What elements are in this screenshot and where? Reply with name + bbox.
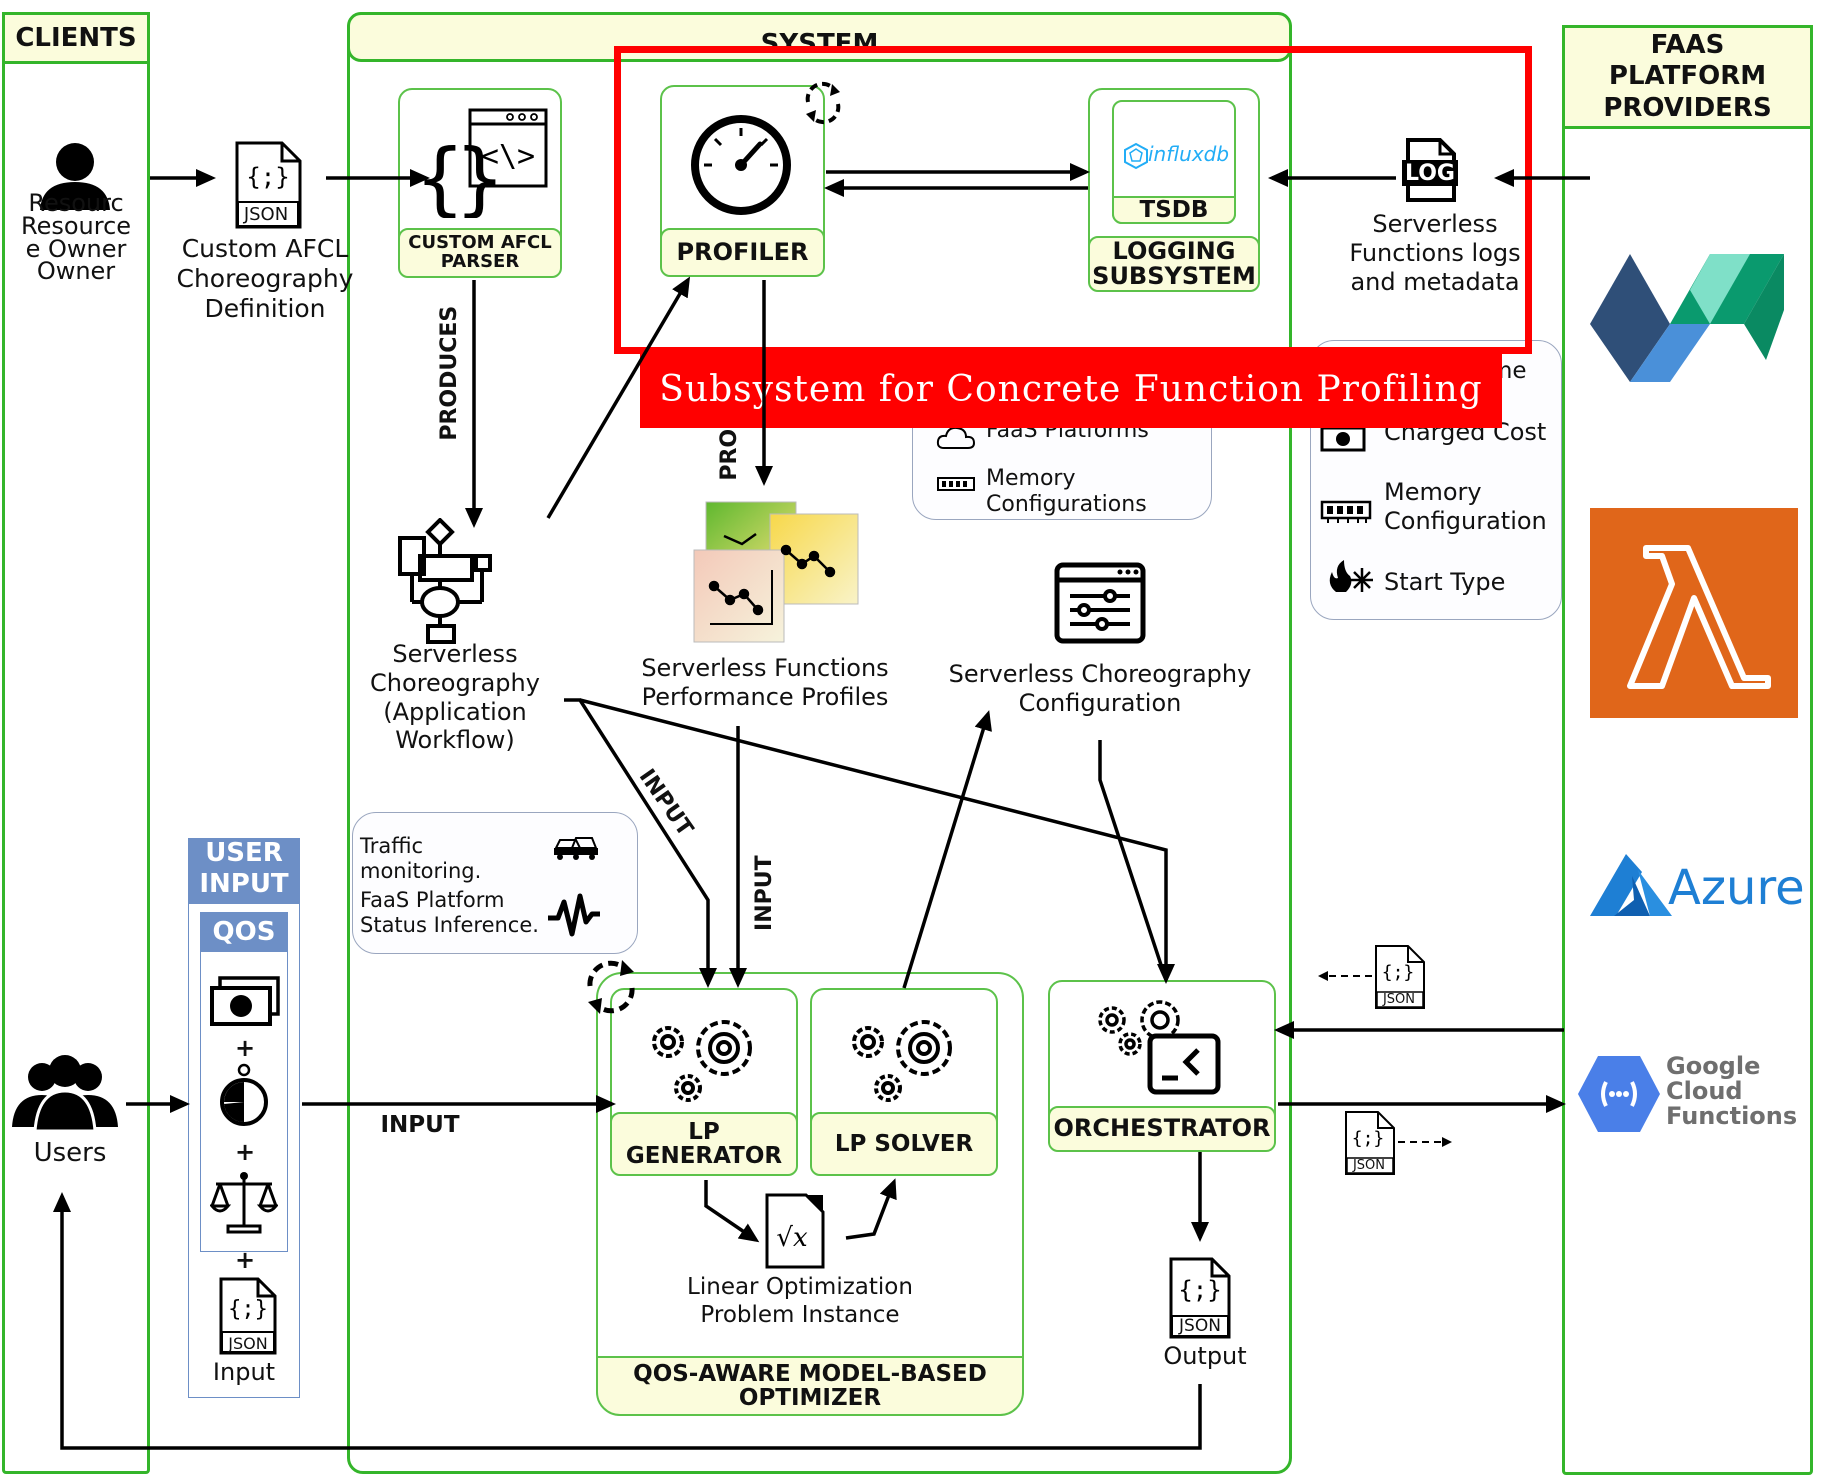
users-icon <box>12 1055 118 1133</box>
influxdb-logo-icon <box>1124 142 1148 170</box>
configuration-label: Serverless Choreography Configuration <box>948 660 1252 717</box>
system-lane-title: SYSTEM <box>347 12 1292 62</box>
svg-text:{;}: {;} <box>1178 1276 1221 1304</box>
profiling-subsystem-title: Subsystem for Concrete Function Profilin… <box>659 368 1483 410</box>
json-out-label: JSON <box>1352 1158 1386 1173</box>
providers-lane <box>1562 25 1813 1475</box>
profiler-label: PROFILER <box>660 228 825 277</box>
resource-owner-label: Resourc Resource e Owner Owner <box>20 189 132 286</box>
lp-solver-label: LP SOLVER <box>810 1112 998 1176</box>
users-label: Users <box>33 1138 107 1168</box>
cloud-icon <box>936 426 976 449</box>
main-input-label: INPUT <box>380 1112 460 1138</box>
choreography-label: Serverless Choreography (Application Wor… <box>370 640 540 755</box>
aws-lambda-logo-icon <box>1590 508 1798 718</box>
svg-text:<\>: <\> <box>481 139 535 174</box>
qos-plus-3: + <box>234 1246 256 1274</box>
logging-subsystem-label: LOGGING SUBSYSTEM <box>1088 236 1260 292</box>
output-label: Output <box>1163 1342 1247 1370</box>
lp-generator-label: LP GENERATOR <box>610 1112 798 1176</box>
input-label: Input <box>212 1358 276 1386</box>
input-json-label: JSON <box>228 1334 268 1353</box>
json-in-label: JSON <box>1382 992 1416 1007</box>
azure-logo-icon <box>1590 854 1672 916</box>
clients-lane-title: CLIENTS <box>2 12 150 64</box>
output-json-label: JSON <box>1179 1316 1221 1336</box>
produces-label-1: PRODUCES <box>436 305 462 441</box>
status-inference-label: FaaS Platform Status Inference. <box>360 888 539 938</box>
gauge-icon <box>691 115 791 215</box>
optimizer-refresh-icon <box>587 960 635 1014</box>
log-field-start-type: Start Type <box>1384 568 1506 596</box>
code-window-icon: <\> { } <box>415 108 548 218</box>
profile-dim-memory: Memory Configurations <box>986 466 1147 518</box>
math-formula-doc-icon: √x <box>765 1193 825 1269</box>
orchestrator-label: ORCHESTRATOR <box>1048 1106 1276 1152</box>
afcl-definition-label: Custom AFCL Choreography Definition <box>176 234 354 323</box>
configuration-sliders-icon <box>1054 562 1146 644</box>
providers-lane-title: FAAS PLATFORM PROVIDERS <box>1562 25 1813 129</box>
svg-text:}: } <box>455 132 506 218</box>
stopwatch-icon <box>220 1063 268 1126</box>
log-file-icon <box>1402 138 1458 202</box>
lp-solver-gears-icon <box>852 1020 952 1102</box>
svg-text:{;}: {;} <box>228 1297 268 1322</box>
problem-instance-label: Linear Optimization Problem Instance <box>687 1274 913 1328</box>
optimizer-label: QOS-AWARE MODEL-BASED OPTIMIZER <box>596 1356 1024 1416</box>
qos-plus-1: + <box>234 1034 256 1062</box>
performance-profiles-icon <box>693 501 859 643</box>
svg-text:{;}: {;} <box>1382 962 1415 983</box>
cost-banknote-icon <box>210 976 280 1026</box>
google-cloud-functions-logo-icon <box>1578 1056 1660 1132</box>
traffic-monitoring-label: Traffic monitoring. <box>360 834 482 884</box>
logs-metadata-label: Serverless Functions logs and metadata <box>1349 210 1521 296</box>
svg-text:{;}: {;} <box>1352 1128 1385 1149</box>
workflow-icon <box>398 518 492 644</box>
resource-owner-icon <box>40 143 110 210</box>
memory-icon-2 <box>937 477 975 491</box>
afcl-parser-label: CUSTOM AFCL PARSER <box>398 228 562 278</box>
refresh-icon <box>805 81 841 125</box>
influxdb-label: influxdb <box>1148 142 1230 166</box>
qos-title: QOS <box>200 912 288 952</box>
afcl-json-label: JSON <box>243 204 289 225</box>
json-out-icon: {;} <box>1345 1111 1395 1175</box>
azure-label: Azure <box>1668 860 1805 916</box>
profiling-subsystem-highlight <box>614 46 1532 354</box>
svg-text:{;}: {;} <box>246 163 289 191</box>
qos-plus-2: + <box>234 1138 256 1166</box>
log-field-memory: Memory Configuration <box>1384 478 1547 535</box>
lp-generator-gears-icon <box>652 1020 752 1102</box>
tsdb-label: TSDB <box>1112 196 1236 224</box>
log-badge-label: LOG <box>1405 161 1455 186</box>
orchestrator-gears-terminal-icon <box>1098 1000 1221 1095</box>
traffic-cars-icon <box>554 837 598 860</box>
start-type-icon <box>1329 560 1373 592</box>
charged-cost-icon <box>1320 426 1366 452</box>
svg-text:√x: √x <box>776 1223 808 1253</box>
google-cloud-label: Google Cloud Functions <box>1666 1052 1798 1131</box>
afcl-json-icon: {;} <box>235 141 302 229</box>
input-label-vertical: INPUT <box>751 855 777 931</box>
performance-profiles-label: Serverless Functions Performance Profile… <box>641 654 889 711</box>
user-input-title: USER INPUT <box>188 838 300 904</box>
profiling-subsystem-banner: Subsystem for Concrete Function Profilin… <box>640 350 1502 428</box>
openwhisk-logo-icon <box>1590 254 1784 382</box>
json-in-icon: {;} <box>1375 945 1425 1009</box>
pulse-icon <box>548 893 600 937</box>
memory-icon <box>1320 500 1372 523</box>
balance-scale-icon <box>210 1172 278 1234</box>
